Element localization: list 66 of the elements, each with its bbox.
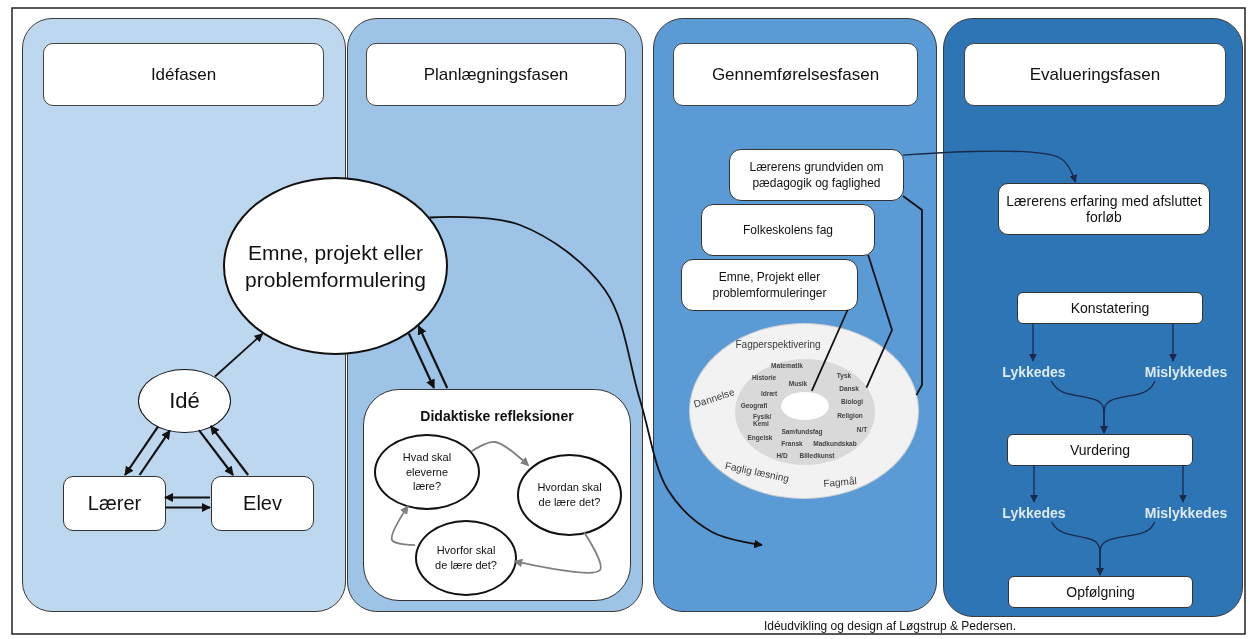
question-label: Hvorfor skal de lære det? [434,543,498,573]
curved-arrow [390,505,417,547]
header-label: Planlægningsfasen [423,64,569,85]
leader-line [902,195,923,396]
role-label: Lærer [87,492,142,515]
question-label: Hvad skal eleverne lære? [401,449,453,495]
outcome-label: Mislykkedes [1137,503,1235,523]
arrow [198,429,234,476]
role-box [63,476,166,531]
header-label: Gennemførelsesfasen [711,64,880,85]
ring-label: Fagperspektivering [735,338,821,350]
arrow [214,332,264,378]
arrow [1029,322,1037,362]
center-circle [781,392,829,420]
step-label: Opfølgning [1066,584,1135,600]
step-box [1007,434,1193,466]
arrow [1179,464,1187,503]
box-label: Emne, Projekt eller problemformuleringer [711,268,828,302]
curved-arrow [470,441,530,467]
knowledge-box [701,204,875,256]
header-label: Evalueringsfasen [1029,64,1161,85]
phase-header [366,43,626,106]
phase-panel [653,18,937,612]
topic-label: Emne, projekt eller problemformulering [244,239,427,293]
role-label: Elev [243,492,282,515]
arrow [407,333,435,389]
header-label: Idéfasen [150,64,217,85]
arrow [124,426,159,476]
box-label: Lærerens grundviden om pædagogik og faglighed [748,158,885,192]
phase-header [43,43,324,106]
step-box [1008,576,1193,608]
outcome-label: Lykkedes [1000,362,1068,382]
leader-line [865,254,893,389]
ring-label: Fagmål [822,475,858,489]
role-box [211,476,314,531]
step-label: Vurdering [1069,442,1131,458]
outcome-label: Mislykkedes [1137,362,1235,382]
ring-label: Faglig læsning [724,459,790,485]
knowledge-box [729,149,904,201]
curved-arrow [902,150,1078,183]
step-label: Konstatering [1070,300,1150,316]
phase-header [673,43,918,106]
idea-label: Idé [169,388,200,414]
reflection-panel [363,389,631,601]
knowledge-box [681,259,858,311]
outcome-label: Lykkedes [1000,503,1068,523]
arrow [165,502,211,513]
merge-arrow [1100,380,1156,434]
arrow [1030,464,1038,503]
arrow [138,429,171,476]
arrow [1169,322,1177,362]
phase-header [964,43,1226,106]
caption: Idéudvikling og design af Løgstrup & Pedersen. [762,619,1018,633]
arrow [417,325,449,389]
step-box [1017,292,1203,324]
arrow [164,492,210,503]
curved-arrow [513,531,602,574]
question-label: Hvordan skal de lære det? [536,480,603,510]
arrow [209,425,249,476]
curved-arrow [428,216,763,549]
panel-title: Didaktiske refleksioner [420,408,574,424]
phase-panel [943,18,1243,617]
box-label: Lærerens erfaring med afsluttet forløb [1005,193,1203,225]
box-label: Folkeskolens fag [742,223,833,237]
experience-box [998,183,1210,235]
merge-arrow [1096,521,1156,576]
